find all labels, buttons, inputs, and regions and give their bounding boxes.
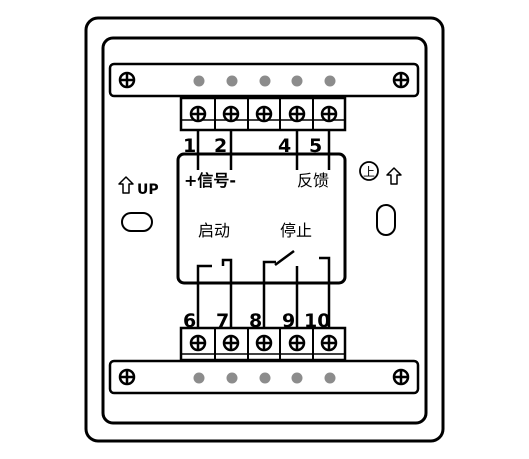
up-label: UP: [137, 182, 159, 198]
grey-dot: [193, 372, 205, 384]
terminal-number-2: 2: [214, 135, 227, 157]
terminal-screw-icon: [320, 105, 338, 123]
stop-label: 停止: [280, 221, 312, 240]
relay-module-box: [176, 152, 347, 285]
feedback-label: 反馈: [297, 171, 329, 190]
grey-dot: [193, 75, 205, 87]
terminal-number-5: 5: [309, 135, 322, 157]
top-wires: [196, 130, 331, 170]
grey-dot: [291, 372, 303, 384]
inner-panel: [101, 36, 428, 425]
terminal-screw-icon: [189, 334, 207, 352]
grey-dot: [259, 75, 271, 87]
terminal-screw-icon: [222, 105, 240, 123]
up-arrow-icon: [118, 176, 134, 194]
right-release-slot[interactable]: [376, 204, 396, 236]
terminal-screw-icon: [189, 105, 207, 123]
mounting-screw-icon: [392, 71, 410, 89]
top-dot-row: [193, 75, 336, 87]
start-contact: [196, 258, 233, 328]
outer-housing: [84, 16, 445, 443]
mounting-screw-icon: [118, 368, 136, 386]
bottom-terminal-screws: [189, 334, 338, 352]
stop-contact: [262, 249, 331, 328]
grey-dot: [226, 75, 238, 87]
circled-up-icon: [359, 161, 379, 181]
mounting-screw-icon: [118, 71, 136, 89]
terminal-screw-icon: [320, 334, 338, 352]
grey-dot: [324, 75, 336, 87]
terminal-screw-icon: [255, 105, 273, 123]
terminal-screw-icon: [222, 334, 240, 352]
top-terminal-screws: [189, 105, 338, 123]
up-arrow-icon: [386, 167, 402, 185]
terminal-screw-icon: [255, 334, 273, 352]
signal-label: +信号-: [184, 171, 236, 190]
terminal-number-6: 6: [183, 310, 196, 332]
terminal-screw-icon: [288, 105, 306, 123]
terminal-screw-icon: [288, 334, 306, 352]
mounting-screw-icon: [392, 368, 410, 386]
terminal-number-10: 10: [304, 310, 330, 332]
left-release-slot[interactable]: [121, 212, 153, 232]
grey-dot: [226, 372, 238, 384]
terminal-number-7: 7: [216, 310, 229, 332]
top-mounting-strip: [108, 62, 420, 98]
terminal-number-1: 1: [183, 135, 196, 157]
terminal-number-4: 4: [278, 135, 291, 157]
grey-dot: [291, 75, 303, 87]
start-label: 启动: [198, 221, 230, 240]
grey-dot: [324, 372, 336, 384]
bottom-dot-row: [193, 372, 336, 384]
terminal-number-9: 9: [282, 310, 295, 332]
up-badge-label: 上: [363, 165, 375, 179]
grey-dot: [259, 372, 271, 384]
terminal-number-8: 8: [249, 310, 262, 332]
